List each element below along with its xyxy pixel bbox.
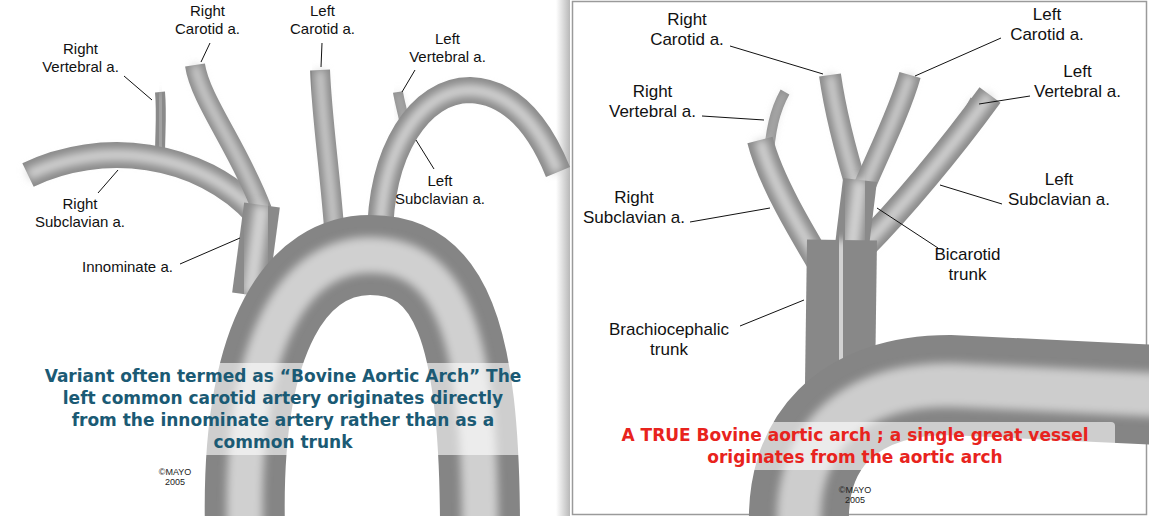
vessel	[862, 75, 910, 192]
copyright-text: ©MAYO 2005	[835, 486, 875, 506]
leader-line	[740, 300, 804, 326]
panel-frame	[573, 2, 1147, 515]
vessel-shade	[380, 90, 558, 240]
leader-line	[690, 208, 770, 222]
vessel-label: Right Subclavian a.	[580, 188, 688, 229]
left-vessels	[28, 65, 558, 516]
vessel-label: Left Carotid a.	[285, 2, 360, 38]
vessel	[320, 70, 335, 240]
vessel-label: Right Carotid a.	[645, 10, 729, 51]
leader-line	[402, 70, 415, 92]
copyright-text: ©MAYO 2005	[155, 468, 195, 488]
vessel-label: Left Vertebral a.	[1030, 62, 1125, 103]
page-shadow	[556, 0, 570, 516]
leader-line	[979, 96, 1030, 104]
leader-lines	[98, 38, 1030, 326]
leader-line	[730, 46, 823, 74]
vessel-shade	[862, 75, 910, 192]
vessel-label: Left Subclavian a.	[392, 172, 488, 208]
vessel	[380, 90, 558, 240]
vessel-label: Left Vertebral a.	[405, 30, 490, 66]
leader-line	[877, 208, 938, 248]
vessel-shade	[320, 70, 335, 240]
vessel-label: Right Carotid a.	[170, 2, 245, 38]
leader-line	[201, 43, 210, 62]
vessel-label: Right Vertebral a.	[38, 40, 123, 76]
leader-line	[98, 170, 118, 193]
vessel-label: Innominate a.	[82, 258, 173, 276]
vessel-label: Left Carotid a.	[1005, 5, 1089, 46]
leader-line	[940, 185, 1002, 204]
leader-line	[416, 140, 434, 169]
leader-line	[180, 238, 240, 264]
caption-text: Variant often termed as “Bovine Aortic A…	[38, 363, 528, 455]
vessel	[830, 75, 858, 192]
leader-line	[915, 38, 1001, 76]
vessel-shade	[195, 65, 262, 210]
leader-line	[321, 43, 322, 67]
leader-line	[702, 116, 764, 120]
vessel-label: Right Vertebral a.	[605, 82, 700, 123]
vessel-label: Bicarotid trunk	[925, 245, 1010, 286]
vessel	[195, 65, 262, 210]
vessel-label: Brachiocephalic trunk	[600, 320, 738, 361]
leader-line	[124, 76, 152, 100]
caption-text: A TRUE Bovine aortic arch ; a single gre…	[595, 422, 1115, 470]
vessel-label: Left Subclavian a.	[1005, 170, 1113, 211]
vessel-shade	[830, 75, 858, 192]
vessel-label: Right Subclavian a.	[32, 195, 128, 231]
